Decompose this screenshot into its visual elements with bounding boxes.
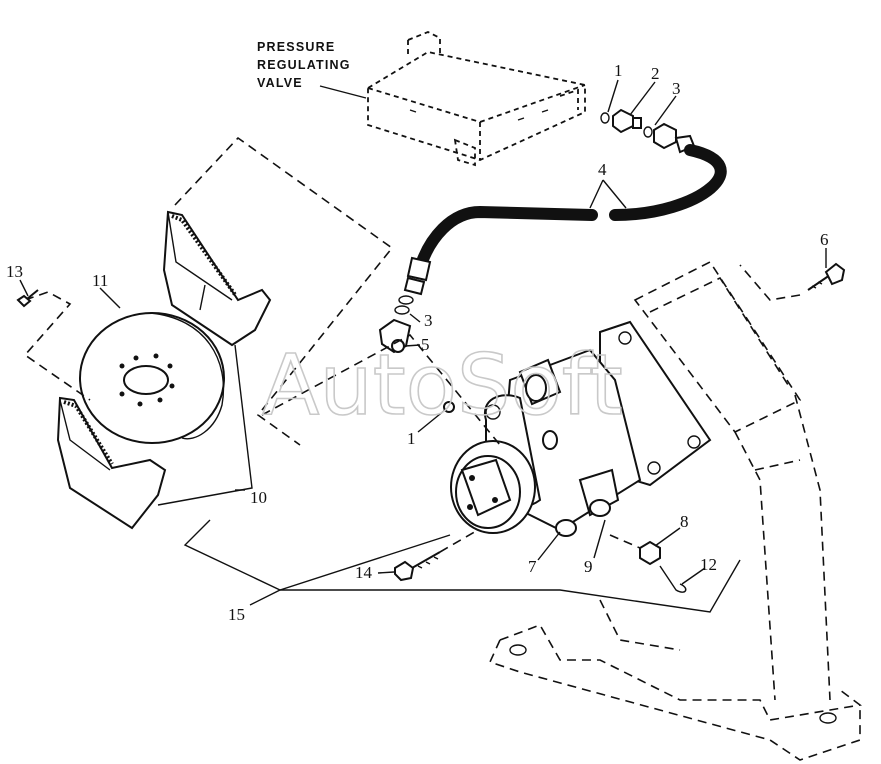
callout-6: 6	[820, 230, 829, 249]
brake-pad-upper	[162, 210, 272, 347]
leader-lines	[19, 79, 827, 585]
bolt-6	[739, 262, 846, 301]
valve-caption: PRESSURE REGULATING VALVE	[257, 40, 367, 99]
bolt-14	[394, 529, 479, 582]
bolt-13	[16, 289, 39, 308]
brake-disc	[79, 312, 225, 444]
callout-12: 12	[700, 555, 717, 574]
callout-9: 9	[584, 557, 593, 576]
hydraulic-pump	[450, 320, 712, 537]
outline-15	[183, 519, 741, 613]
watermark: AutoSoft	[262, 336, 623, 434]
callout-8: 8	[680, 512, 689, 531]
callouts: 1 2 3 4 6 13 11 3 5 1 10 8 12 7 9 14 15	[6, 61, 829, 624]
nut-8-and-pin-12	[609, 534, 687, 593]
caliper-outline	[23, 136, 501, 506]
callout-4: 4	[598, 160, 607, 179]
callout-1-lower: 1	[407, 429, 416, 448]
callout-10: 10	[250, 488, 267, 507]
callout-3-lower: 3	[424, 311, 433, 330]
callout-14: 14	[355, 563, 373, 582]
caption-line-3: VALVE	[257, 76, 303, 90]
caption-line-2: REGULATING	[257, 58, 351, 72]
callout-3-top: 3	[672, 79, 681, 98]
callout-15: 15	[228, 605, 245, 624]
valve-fittings	[600, 108, 696, 154]
pressure-regulating-valve	[367, 31, 586, 167]
mounting-bracket	[488, 260, 862, 761]
caption-leader	[319, 85, 367, 99]
callout-7: 7	[528, 557, 537, 576]
brake-pad-lower	[56, 396, 167, 530]
callout-11: 11	[92, 271, 108, 290]
hydraulic-hose	[403, 144, 727, 296]
callout-5: 5	[421, 335, 430, 354]
callout-2: 2	[651, 64, 660, 83]
lower-fittings	[378, 295, 455, 413]
callout-13: 13	[6, 262, 23, 281]
callout-1-top: 1	[614, 61, 623, 80]
caption-line-1: PRESSURE	[257, 40, 335, 54]
